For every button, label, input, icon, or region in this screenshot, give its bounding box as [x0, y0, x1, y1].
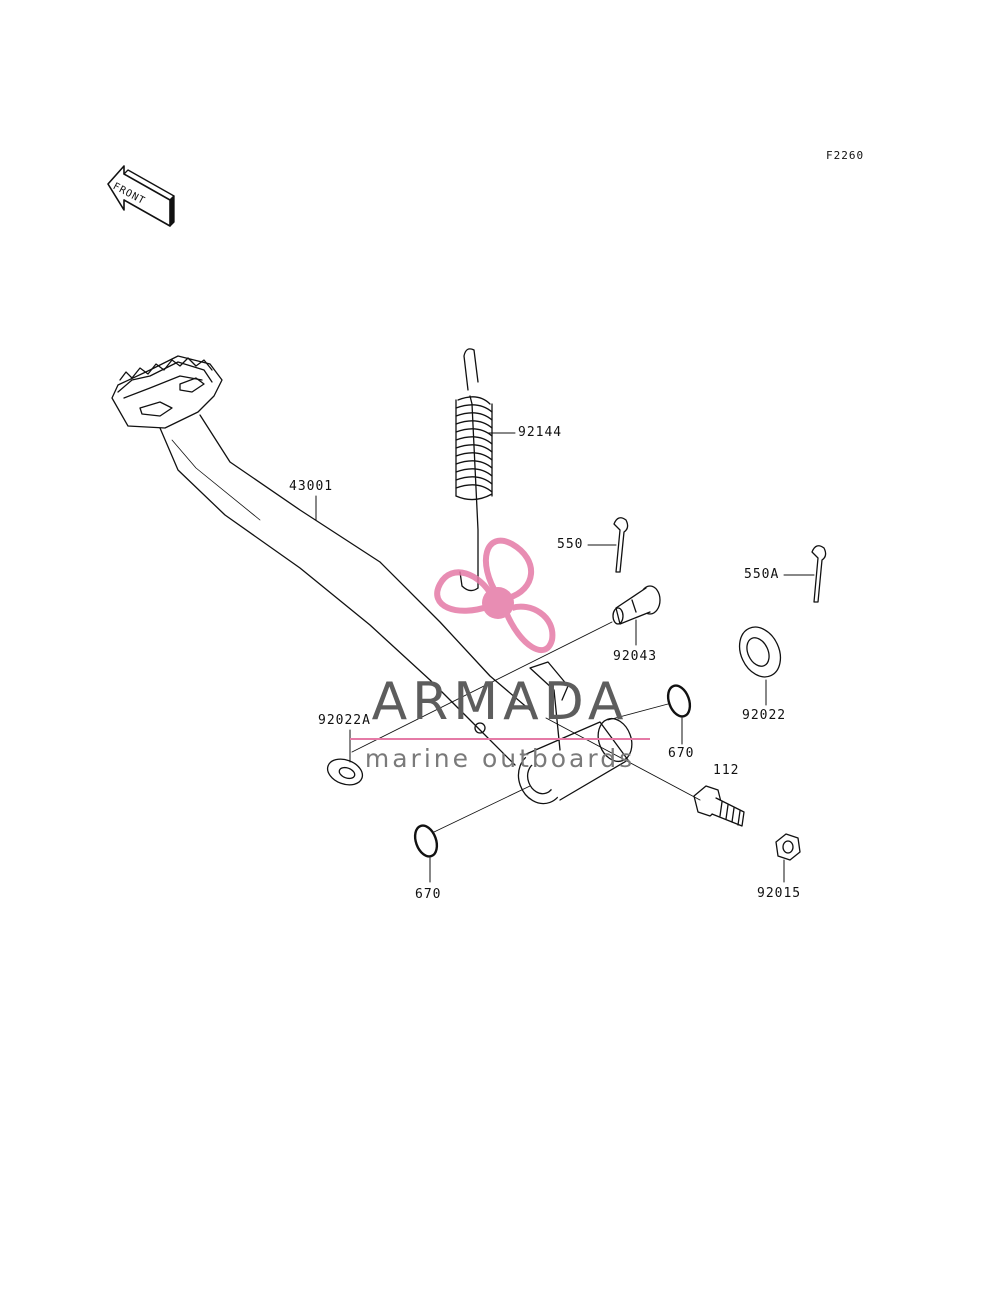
- label-brake-pedal: 43001: [289, 479, 334, 494]
- label-pedal-spring: 92144: [518, 425, 563, 440]
- brake-pedal-part: [111, 355, 633, 805]
- nut-part: [775, 833, 801, 861]
- label-washer: 92022: [742, 708, 787, 723]
- label-cotter-pin: 550: [557, 537, 584, 552]
- propeller-logo-icon: [434, 537, 556, 654]
- watermark-tagline: marine outboards: [364, 744, 636, 773]
- washer-part: [738, 626, 782, 678]
- label-cotter-pin-a: 550A: [744, 567, 780, 582]
- oring-right-part: [666, 684, 692, 718]
- label-nut: 92015: [757, 886, 802, 901]
- assembly-lines: [351, 621, 701, 833]
- leader-lines: [315, 432, 815, 883]
- label-bolt: 112: [713, 763, 740, 778]
- oring-left-part: [413, 824, 439, 858]
- washer-a-part: [326, 758, 364, 786]
- bolt-part: [693, 785, 745, 827]
- label-washer-a: 92022A: [318, 713, 371, 728]
- return-spring-part: [455, 348, 493, 592]
- front-arrow-icon: [107, 165, 175, 227]
- watermark-brand: ARMADA: [371, 672, 629, 732]
- diagram-id: F2260: [826, 149, 865, 162]
- cotter-pin-part: [613, 517, 629, 573]
- label-clevis-pin: 92043: [613, 649, 658, 664]
- label-oring-left: 670: [415, 887, 442, 902]
- cotter-pin-a-part: [811, 545, 827, 603]
- watermark-divider: [350, 738, 650, 740]
- clevis-pin-part: [612, 585, 661, 625]
- label-oring-right: 670: [668, 746, 695, 761]
